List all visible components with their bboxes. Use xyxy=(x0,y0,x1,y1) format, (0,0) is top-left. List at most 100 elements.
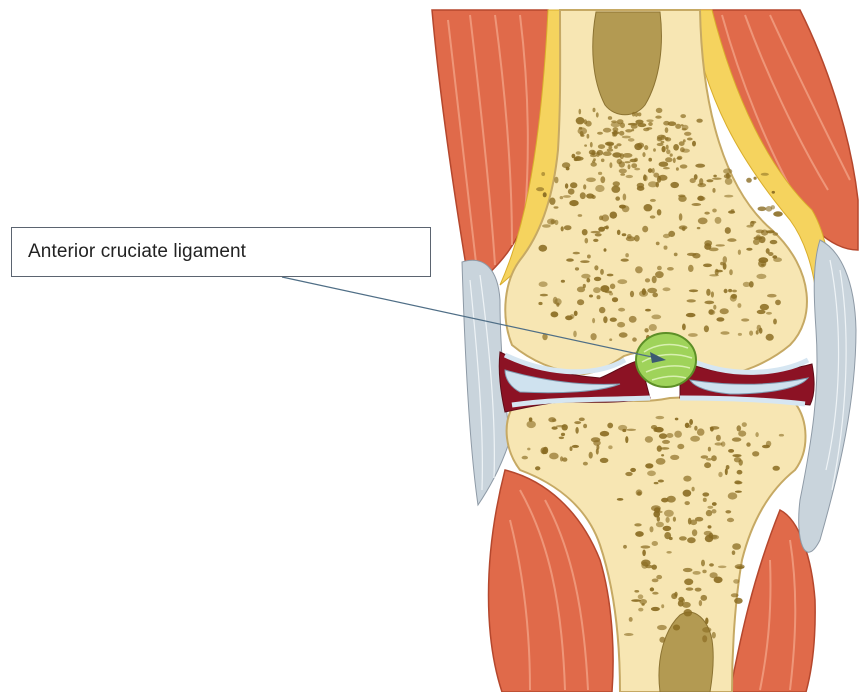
bone-pore xyxy=(665,127,669,133)
bone-pore xyxy=(662,440,670,444)
bone-pore xyxy=(600,176,605,183)
bone-pore xyxy=(665,137,668,140)
bone-pore xyxy=(625,129,632,132)
bone-pore xyxy=(654,482,659,484)
bone-pore xyxy=(712,502,717,506)
bone-pore xyxy=(590,142,593,148)
bone-pore xyxy=(575,427,578,434)
bone-pore xyxy=(634,235,640,242)
bone-pore xyxy=(623,153,633,158)
bone-pore xyxy=(746,225,753,228)
bone-pore xyxy=(708,447,711,452)
bone-pore xyxy=(661,604,664,608)
bone-pore xyxy=(670,153,673,156)
bone-pore xyxy=(692,141,696,147)
bone-pore xyxy=(649,324,657,331)
bone-pore xyxy=(694,426,697,431)
bone-pore xyxy=(585,121,591,127)
bone-pore xyxy=(552,426,558,429)
bone-pore xyxy=(650,215,656,218)
bone-pore xyxy=(645,278,650,282)
bone-pore xyxy=(586,178,596,183)
bone-pore xyxy=(730,295,737,302)
bone-pore xyxy=(687,299,696,302)
bone-pore xyxy=(709,563,714,566)
bone-pore xyxy=(720,331,729,335)
bone-pore xyxy=(522,456,528,460)
bone-pore xyxy=(645,436,653,443)
bone-pore xyxy=(695,164,705,168)
bone-pore xyxy=(679,213,683,220)
bone-pore xyxy=(771,205,775,209)
bone-pore xyxy=(706,510,712,516)
bone-pore xyxy=(549,198,555,205)
bone-pore xyxy=(614,145,618,149)
bone-pore xyxy=(637,186,645,191)
bone-pore xyxy=(752,451,759,456)
bone-pore xyxy=(703,264,712,268)
bone-pore xyxy=(608,116,612,120)
bone-pore xyxy=(575,156,581,161)
bone-pore xyxy=(586,278,590,283)
bone-pore xyxy=(712,509,717,513)
bone-pore xyxy=(712,632,716,639)
bone-pore xyxy=(579,127,583,130)
bone-pore xyxy=(760,304,769,310)
bone-pore xyxy=(773,466,780,471)
bone-pore xyxy=(666,149,670,154)
bone-pore xyxy=(726,465,730,470)
bone-pore xyxy=(708,525,712,528)
bone-pore xyxy=(620,153,624,159)
bone-pore xyxy=(628,138,635,142)
bone-pore xyxy=(593,239,598,242)
bone-pore xyxy=(626,429,636,431)
bone-pore xyxy=(662,146,666,152)
bone-pore xyxy=(631,163,637,168)
bone-pore xyxy=(715,442,723,445)
bone-pore xyxy=(746,248,752,251)
bone-pore xyxy=(732,437,741,441)
bone-pore xyxy=(772,191,775,194)
bone-pore xyxy=(539,281,548,287)
bone-pore xyxy=(677,444,684,449)
bone-pore xyxy=(746,178,752,183)
bone-pore xyxy=(527,421,536,428)
bone-pore xyxy=(538,302,542,305)
bone-pore xyxy=(766,334,774,341)
bone-pore xyxy=(547,219,556,225)
bone-pore xyxy=(580,260,590,263)
bone-pore xyxy=(656,522,664,528)
bone-pore xyxy=(663,167,670,169)
bone-pore xyxy=(758,260,766,267)
bone-pore xyxy=(675,124,681,129)
bone-pore xyxy=(580,192,586,199)
bone-pore xyxy=(692,203,702,206)
bone-pore xyxy=(598,172,602,175)
bone-pore xyxy=(687,138,693,141)
bone-pore xyxy=(656,242,660,246)
bone-pore xyxy=(617,322,625,328)
bone-pore xyxy=(645,463,653,468)
bone-pore xyxy=(732,454,741,457)
bone-pore xyxy=(650,587,654,591)
bone-pore xyxy=(575,267,579,270)
bone-pore xyxy=(612,297,618,302)
bone-pore xyxy=(607,274,614,277)
bone-pore xyxy=(704,325,709,332)
bone-pore xyxy=(673,517,676,522)
bone-pore xyxy=(642,226,648,233)
bone-pore xyxy=(690,436,700,442)
bone-pore xyxy=(541,172,545,176)
bone-pore xyxy=(684,579,693,586)
bone-pore xyxy=(706,458,712,461)
bone-pore xyxy=(715,269,719,276)
bone-pore xyxy=(687,253,696,256)
bone-pore xyxy=(684,609,693,616)
bone-pore xyxy=(636,489,643,495)
bone-pore xyxy=(682,599,685,603)
bone-pore xyxy=(604,248,607,252)
bone-pore xyxy=(686,313,696,317)
bone-pore xyxy=(595,185,604,192)
bone-pore xyxy=(620,173,625,176)
